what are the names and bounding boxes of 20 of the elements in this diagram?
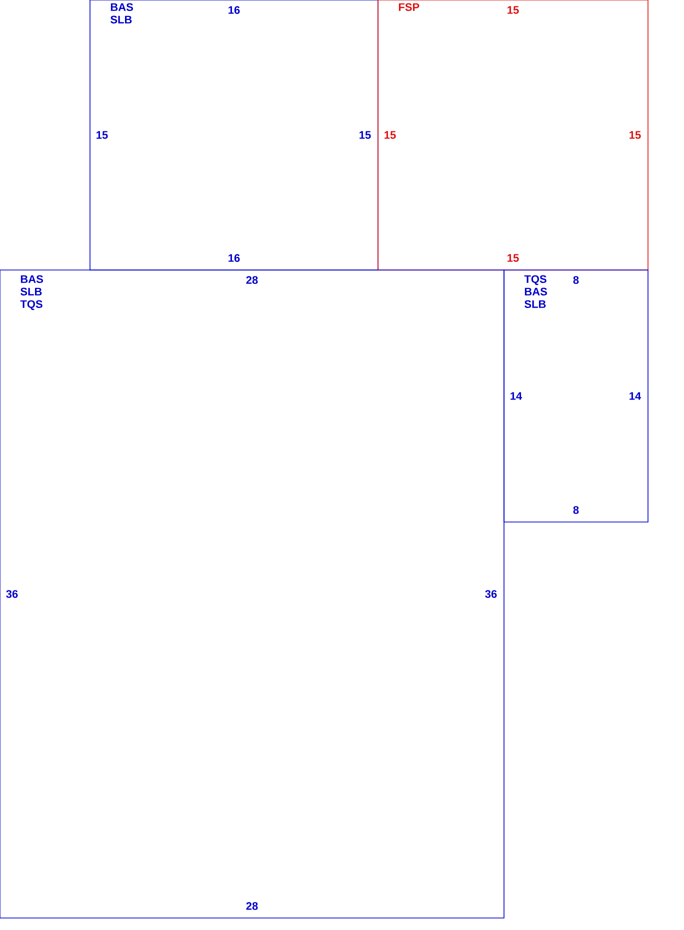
code-label: TQS BAS SLB <box>524 275 547 308</box>
dimension-label: 15 <box>360 131 371 139</box>
dimension-label: 36 <box>6 590 18 598</box>
code-label: BAS SLB <box>110 3 133 24</box>
dimension-label: 15 <box>508 6 519 14</box>
dimension-label: 28 <box>246 276 258 284</box>
dimension-label: 15 <box>630 131 641 139</box>
dimension-label: 8 <box>573 506 579 514</box>
dimension-label: 8 <box>573 276 579 284</box>
dimension-label: 15 <box>508 254 519 262</box>
dimension-label: 16 <box>228 254 240 262</box>
dimension-label: 16 <box>228 6 240 14</box>
dimension-label: 14 <box>630 392 642 400</box>
dimension-label: 14 <box>510 392 522 400</box>
code-label: FSP <box>398 3 420 11</box>
dimension-label: 15 <box>384 131 396 139</box>
dimension-label: 28 <box>246 902 258 910</box>
dimension-label: 36 <box>485 590 497 598</box>
dimension-label: 15 <box>96 131 108 139</box>
code-label: BAS SLB TQS <box>20 275 43 310</box>
